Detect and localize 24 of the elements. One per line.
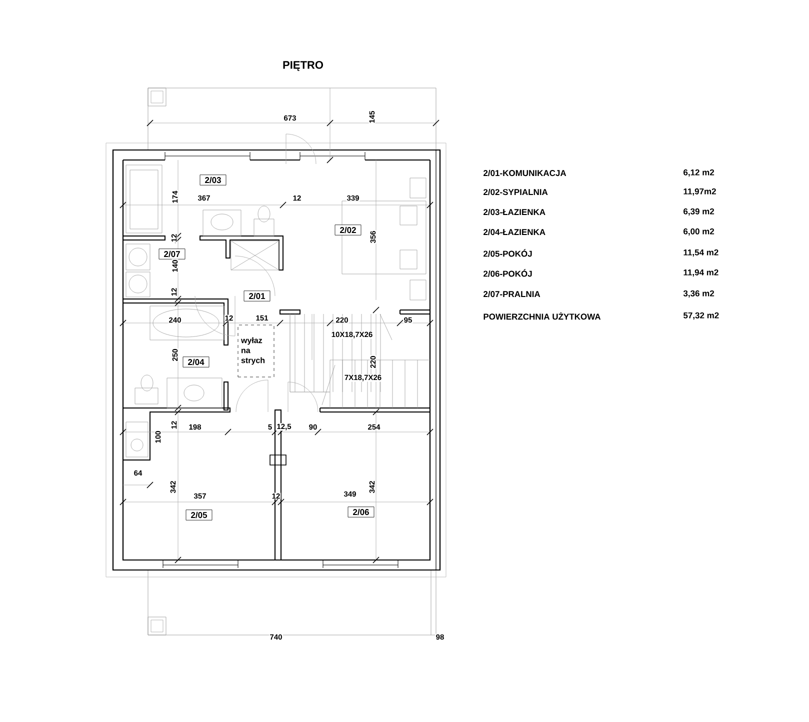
title: PIĘTRO (283, 61, 324, 71)
hatch-box: wyłaz na strych (238, 324, 274, 378)
room-name: 2/03-ŁAZIENKA (484, 208, 546, 216)
room-tag: 2/04 (182, 356, 210, 368)
area-value: 11,94 m2 (684, 269, 718, 277)
room-tag: 2/05 (186, 510, 212, 520)
room-name: 2/05-POKÓJ (484, 249, 532, 257)
area-value: 6,00 m2 (684, 228, 714, 236)
area-value: 11,97m2 (684, 188, 716, 196)
room-name: POWIERZCHNIA UŻYTKOWA (484, 312, 601, 320)
room-name: 2/07-PRALNIA (484, 290, 540, 298)
area-value: 3,36 m2 (683, 290, 714, 298)
room-tag: 2/03 (200, 174, 226, 186)
area-value: 57,32 m2 (683, 312, 719, 320)
room-name: 2/04-ŁAZIENKA (484, 228, 546, 236)
room-tag: 2/02 (334, 224, 362, 236)
area-value: 11,54 m2 (684, 249, 718, 257)
room-name: 2/01-KOMUNIKACJA (484, 170, 566, 176)
room-tag: 2/01 (244, 290, 270, 302)
area-value: 6,12 m2 (684, 169, 714, 177)
area-value: 6,39 m2 (684, 208, 714, 216)
room-name: 2/02-SYPIALNIA (484, 188, 548, 196)
room-name: 2/06-POKÓJ (484, 269, 532, 277)
room-tag: 2/06 (348, 506, 374, 518)
